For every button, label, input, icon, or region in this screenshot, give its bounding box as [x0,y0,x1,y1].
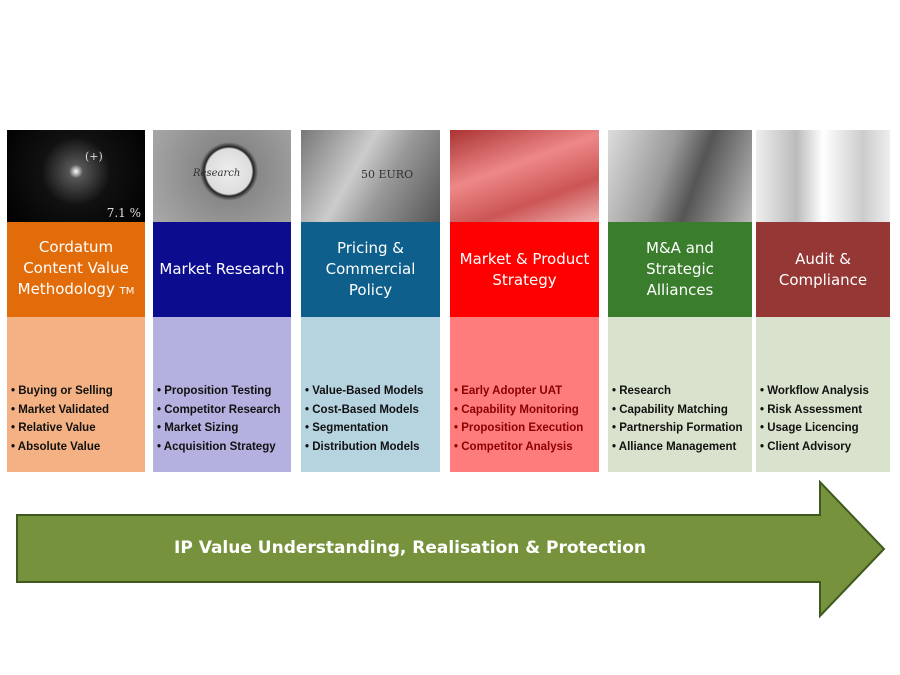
image-caption: Research [193,168,241,179]
bullet-item: Capability Monitoring [454,401,599,420]
bullet-item: Usage Licencing [760,419,890,438]
bullet-list: Early Adopter UATCapability MonitoringPr… [454,382,599,456]
column-title: Market Research [159,260,285,278]
bullet-list: ResearchCapability MatchingPartnership F… [612,382,752,456]
column-title: M&A and Strategic Alliances [646,239,714,299]
column-header: Pricing & Commercial Policy [301,222,440,317]
column-image [450,130,599,222]
column-title: Cordatum Content Value Methodology [17,238,129,298]
column-image [756,130,890,222]
bullet-item: Alliance Management [612,438,752,457]
bullet-item: Cost-Based Models [305,401,440,420]
bullet-item: Market Sizing [157,419,291,438]
column-image: 7.1 % (+) [7,130,145,222]
column-header: Audit & Compliance [756,222,890,317]
bullet-item: Capability Matching [612,401,752,420]
bullet-item: Proposition Execution [454,419,599,438]
image-caption: 7.1 % [106,206,141,220]
bullet-item: Market Validated [11,401,145,420]
column-title: Market & Product Strategy [459,249,590,289]
bullet-list: Buying or SellingMarket ValidatedRelativ… [11,382,145,456]
column-header: Market & Product Strategy [450,222,599,317]
bullet-item: Segmentation [305,419,440,438]
column-2: Research Market Research Proposition Tes… [153,130,291,472]
bullet-item: Early Adopter UAT [454,382,599,401]
column-header: Cordatum Content Value Methodology TM [7,222,145,317]
column-title: Audit & Compliance [778,249,868,289]
column-body: Early Adopter UATCapability MonitoringPr… [450,317,599,472]
trademark: TM [119,286,135,297]
column-body: Buying or SellingMarket ValidatedRelativ… [7,317,145,472]
value-arrow [16,480,886,619]
bullet-item: Workflow Analysis [760,382,890,401]
column-body: Proposition TestingCompetitor ResearchMa… [153,317,291,472]
bullet-item: Proposition Testing [157,382,291,401]
bullet-item: Competitor Research [157,401,291,420]
bullet-item: Relative Value [11,419,145,438]
column-5: M&A and Strategic Alliances ResearchCapa… [608,130,752,472]
bullet-item: Research [612,382,752,401]
bullet-list: Value-Based ModelsCost-Based ModelsSegme… [305,382,440,456]
bullet-item: Acquisition Strategy [157,438,291,457]
bullet-item: Distribution Models [305,438,440,457]
arrow-shape [16,480,886,619]
column-6: Audit & Compliance Workflow AnalysisRisk… [756,130,890,472]
bullet-item: Absolute Value [11,438,145,457]
bullet-item: Client Advisory [760,438,890,457]
bullet-item: Competitor Analysis [454,438,599,457]
image-caption: (+) [85,150,103,163]
column-title: Pricing & Commercial Policy [325,239,416,299]
column-3: 50 EURO Pricing & Commercial Policy Valu… [301,130,440,472]
bullet-list: Proposition TestingCompetitor ResearchMa… [157,382,291,456]
column-image: Research [153,130,291,222]
bullet-item: Buying or Selling [11,382,145,401]
column-4: Market & Product Strategy Early Adopter … [450,130,599,472]
column-image [608,130,752,222]
column-image: 50 EURO [301,130,440,222]
column-body: Value-Based ModelsCost-Based ModelsSegme… [301,317,440,472]
image-caption: 50 EURO [361,168,414,181]
bullet-item: Partnership Formation [612,419,752,438]
column-body: Workflow AnalysisRisk AssessmentUsage Li… [756,317,890,472]
column-header: Market Research [153,222,291,317]
bullet-item: Risk Assessment [760,401,890,420]
bullet-list: Workflow AnalysisRisk AssessmentUsage Li… [760,382,890,456]
bullet-item: Value-Based Models [305,382,440,401]
arrow-label: IP Value Understanding, Realisation & Pr… [174,538,646,558]
column-header: M&A and Strategic Alliances [608,222,752,317]
column-1: 7.1 % (+) Cordatum Content Value Methodol… [7,130,145,472]
column-body: ResearchCapability MatchingPartnership F… [608,317,752,472]
